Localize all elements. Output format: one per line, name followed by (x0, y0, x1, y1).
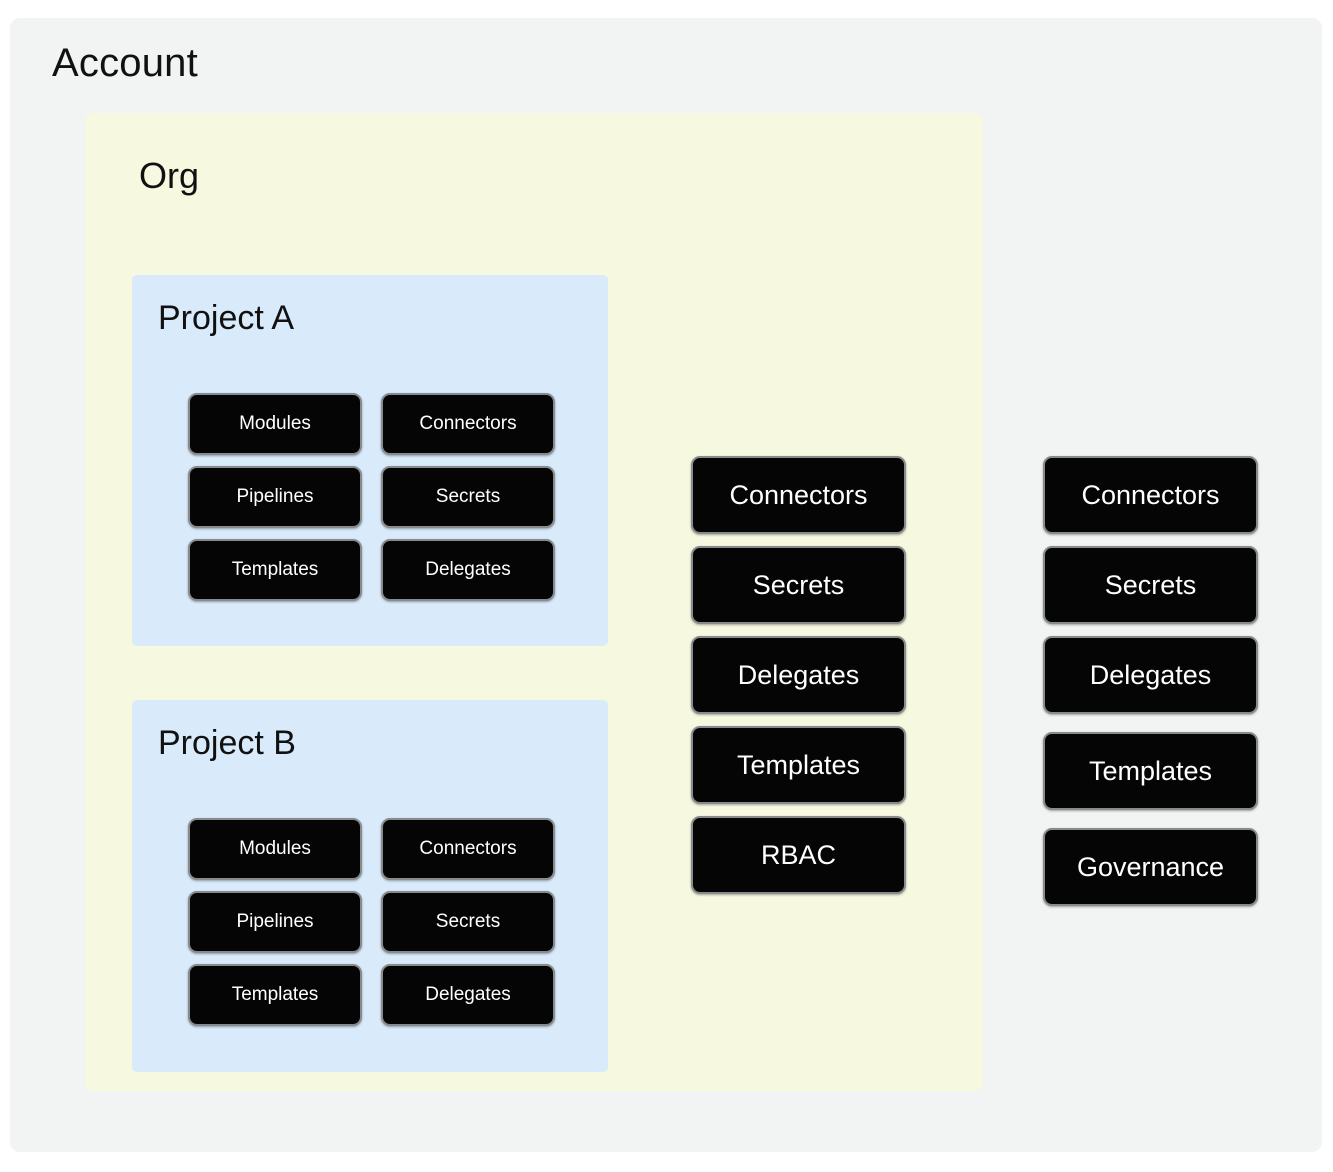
project-a-resource-secrets[interactable]: Secrets (381, 466, 555, 528)
project-b-resource-delegates[interactable]: Delegates (381, 964, 555, 1026)
chip-label: Connectors (419, 838, 517, 859)
project-a-title: Project A (158, 299, 295, 337)
org-resource-templates[interactable]: Templates (691, 726, 906, 804)
chip-label: Secrets (435, 911, 501, 932)
account-resource-column: Connectors Secrets Delegates Templates G… (1043, 456, 1258, 906)
chip-label: Delegates (1089, 659, 1212, 690)
org-resource-secrets[interactable]: Secrets (691, 546, 906, 624)
project-b-resource-connectors[interactable]: Connectors (381, 818, 555, 880)
org-resource-connectors[interactable]: Connectors (691, 456, 906, 534)
account-resource-secrets[interactable]: Secrets (1043, 546, 1258, 624)
org-resource-delegates[interactable]: Delegates (691, 636, 906, 714)
account-resource-governance[interactable]: Governance (1043, 828, 1258, 906)
chip-label: Pipelines (236, 486, 314, 507)
project-a-resource-modules[interactable]: Modules (188, 393, 362, 455)
chip-label: Templates (736, 749, 861, 780)
project-b-resource-templates[interactable]: Templates (188, 964, 362, 1026)
chip-label: Pipelines (236, 911, 314, 932)
project-a-resource-pipelines[interactable]: Pipelines (188, 466, 362, 528)
org-resource-column: Connectors Secrets Delegates Templates R… (691, 456, 906, 894)
project-b-resource-grid: Modules Connectors Pipelines Secrets Tem… (188, 818, 555, 1026)
chip-label: Connectors (1081, 479, 1220, 510)
project-a-resource-templates[interactable]: Templates (188, 539, 362, 601)
project-b-panel: Project B Modules Connectors Pipelines S… (132, 700, 608, 1072)
account-resource-templates[interactable]: Templates (1043, 732, 1258, 810)
chip-label: Templates (231, 984, 319, 1005)
account-resource-connectors[interactable]: Connectors (1043, 456, 1258, 534)
org-resource-rbac[interactable]: RBAC (691, 816, 906, 894)
project-b-title: Project B (158, 724, 296, 762)
chip-label: Delegates (737, 659, 860, 690)
account-scope-panel: Account Org Project A Modules Connectors… (10, 18, 1322, 1152)
project-a-resource-delegates[interactable]: Delegates (381, 539, 555, 601)
chip-label: Delegates (425, 559, 511, 580)
chip-label: Secrets (1104, 569, 1197, 600)
account-scope-title: Account (52, 41, 198, 85)
chip-label: Secrets (752, 569, 845, 600)
chip-label: Modules (239, 838, 311, 859)
project-b-resource-modules[interactable]: Modules (188, 818, 362, 880)
chip-label: RBAC (760, 839, 836, 870)
chip-label: Templates (1088, 755, 1213, 786)
chip-label: Templates (231, 559, 319, 580)
chip-label: Governance (1076, 851, 1225, 882)
project-b-resource-secrets[interactable]: Secrets (381, 891, 555, 953)
chip-label: Secrets (435, 486, 501, 507)
project-a-resource-connectors[interactable]: Connectors (381, 393, 555, 455)
org-scope-title: Org (139, 155, 200, 196)
chip-label: Delegates (425, 984, 511, 1005)
project-a-panel: Project A Modules Connectors Pipelines S… (132, 275, 608, 646)
chip-label: Connectors (419, 413, 517, 434)
account-resource-delegates[interactable]: Delegates (1043, 636, 1258, 714)
project-a-resource-grid: Modules Connectors Pipelines Secrets Tem… (188, 393, 555, 601)
project-b-resource-pipelines[interactable]: Pipelines (188, 891, 362, 953)
chip-label: Connectors (729, 479, 868, 510)
chip-label: Modules (239, 413, 311, 434)
